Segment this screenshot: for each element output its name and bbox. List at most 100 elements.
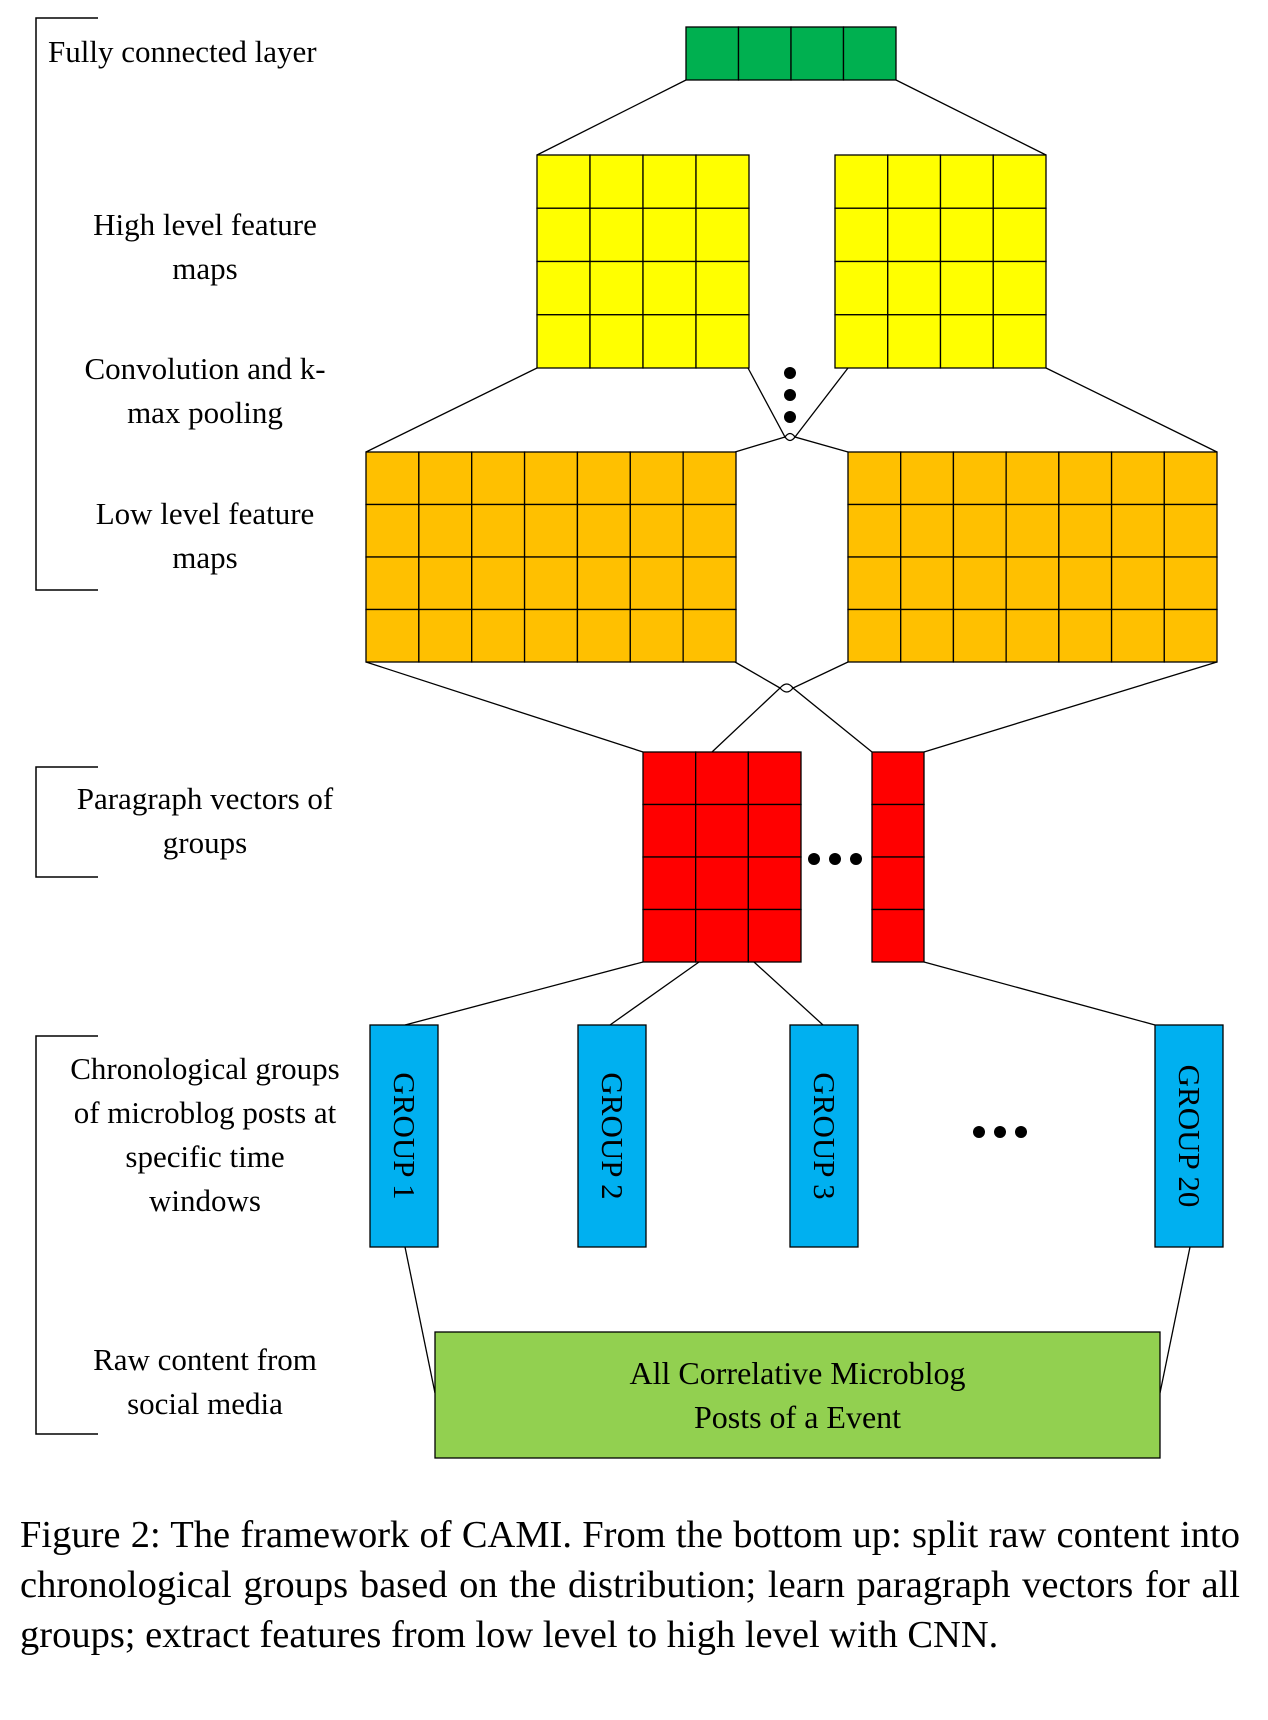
- low-level-map-right: [847, 451, 1218, 663]
- label-chrono-line2: of microblog posts at: [73, 1095, 337, 1130]
- grid-cell: [365, 608, 420, 663]
- raw-content-box: [434, 1331, 1161, 1459]
- grid-cell: [747, 856, 802, 911]
- label-conv-line2: max pooling: [127, 395, 283, 430]
- label-conv-line1: Convolution and k-: [84, 351, 326, 386]
- ellipsis-dot: [784, 411, 796, 423]
- grid-cell: [939, 260, 994, 316]
- grid-cell: [682, 608, 737, 663]
- grid-cell: [1163, 451, 1218, 506]
- grid-cell: [1058, 608, 1113, 663]
- grid-cell: [471, 556, 526, 611]
- grid-cell: [887, 260, 942, 316]
- ellipsis-dot: [994, 1126, 1006, 1138]
- grid-cell: [365, 451, 420, 506]
- grid-cell: [523, 556, 579, 611]
- ellipsis-dot: [1015, 1126, 1027, 1138]
- grid-cell: [682, 503, 737, 558]
- grid-cell: [695, 751, 749, 806]
- grid-cell: [642, 803, 697, 858]
- label-paragraph-line1: Paragraph vectors of: [76, 781, 334, 816]
- grid-cell: [1110, 608, 1165, 663]
- event-box-line2: Posts of a Event: [693, 1399, 902, 1435]
- grid-cell: [1058, 503, 1113, 558]
- grid-cell: [887, 314, 942, 369]
- grid-cell: [952, 503, 1007, 558]
- label-low-level: Low level feature maps: [55, 492, 355, 580]
- grid-cell: [471, 503, 526, 558]
- grid-cell: [1058, 556, 1113, 611]
- grid-cell: [629, 451, 684, 506]
- grid-cell: [1110, 503, 1165, 558]
- grid-cell: [842, 26, 897, 81]
- grid-cell: [992, 314, 1047, 369]
- grid-cell: [536, 260, 591, 316]
- ellipsis-dot: [850, 853, 862, 865]
- label-fully-connected: Fully connected layer: [48, 34, 317, 69]
- event-box-label: All Correlative Microblog Posts of a Eve…: [435, 1351, 1160, 1439]
- grid-cell: [747, 751, 802, 806]
- grid-cell: [642, 260, 697, 316]
- grid-cell: [629, 556, 684, 611]
- label-low-level-line2: maps: [172, 540, 238, 575]
- bracket-groups-raw: [35, 1035, 98, 1435]
- grid-cell: [1110, 451, 1165, 506]
- grid-cell: [847, 451, 902, 506]
- grid-cell: [523, 503, 579, 558]
- grid-cell: [471, 608, 526, 663]
- ellipsis-dot: [784, 367, 796, 379]
- label-raw-content: Raw content from social media: [55, 1338, 355, 1426]
- label-high-level: High level feature maps: [55, 203, 355, 291]
- grid-cell: [536, 207, 591, 263]
- grid-cell: [952, 556, 1007, 611]
- grid-cell: [471, 451, 526, 506]
- grid-cell: [871, 908, 925, 963]
- grid-cell: [1058, 451, 1113, 506]
- bracket-cnn: [35, 17, 98, 591]
- grid-cell: [1005, 451, 1060, 506]
- label-chrono-line4: windows: [149, 1183, 261, 1218]
- grid-cell: [629, 503, 684, 558]
- ellipsis-dot: [973, 1126, 985, 1138]
- grid-cell: [695, 908, 749, 963]
- group-label-2: GROUP 2: [595, 1072, 630, 1200]
- grid-cell: [589, 207, 644, 263]
- high-level-map-right: [834, 154, 1047, 369]
- paragraph-vectors-main: [642, 751, 802, 963]
- grid-cell: [695, 260, 750, 316]
- grid-cell: [952, 608, 1007, 663]
- group-box-1: [369, 1024, 439, 1248]
- label-chrono-line3: specific time: [125, 1139, 285, 1174]
- grid-cell: [747, 908, 802, 963]
- label-paragraph-vectors: Paragraph vectors of groups: [45, 777, 365, 865]
- grid-cell: [418, 556, 473, 611]
- grid-cell: [576, 451, 631, 506]
- label-chrono-line1: Chronological groups: [70, 1051, 340, 1086]
- grid-cell: [642, 154, 697, 209]
- grid-cell: [1005, 608, 1060, 663]
- grid-cell: [642, 314, 697, 369]
- grid-cell: [536, 314, 591, 369]
- grid-cell: [1005, 503, 1060, 558]
- low-level-map-left: [365, 451, 737, 663]
- grid-cell: [939, 154, 994, 209]
- grid-cell: [589, 314, 644, 369]
- group-label-3: GROUP 3: [807, 1072, 842, 1200]
- group-box-2: [577, 1024, 647, 1248]
- grid-cell: [576, 608, 631, 663]
- grid-cell: [887, 207, 942, 263]
- grid-cell: [747, 803, 802, 858]
- cami-framework-diagram: [35, 17, 1224, 1459]
- grid-cell: [847, 503, 902, 558]
- grid-cell: [900, 556, 955, 611]
- grid-cell: [790, 26, 845, 81]
- label-high-level-line1: High level feature: [93, 207, 317, 242]
- grid-cell: [695, 856, 749, 911]
- grid-cell: [642, 207, 697, 263]
- grid-cell: [418, 451, 473, 506]
- grid-cell: [952, 451, 1007, 506]
- grid-cell: [1163, 503, 1218, 558]
- group-label-1: GROUP 1: [387, 1072, 422, 1200]
- event-box-line1: All Correlative Microblog: [629, 1355, 966, 1391]
- paragraph-vector-last: [871, 751, 925, 963]
